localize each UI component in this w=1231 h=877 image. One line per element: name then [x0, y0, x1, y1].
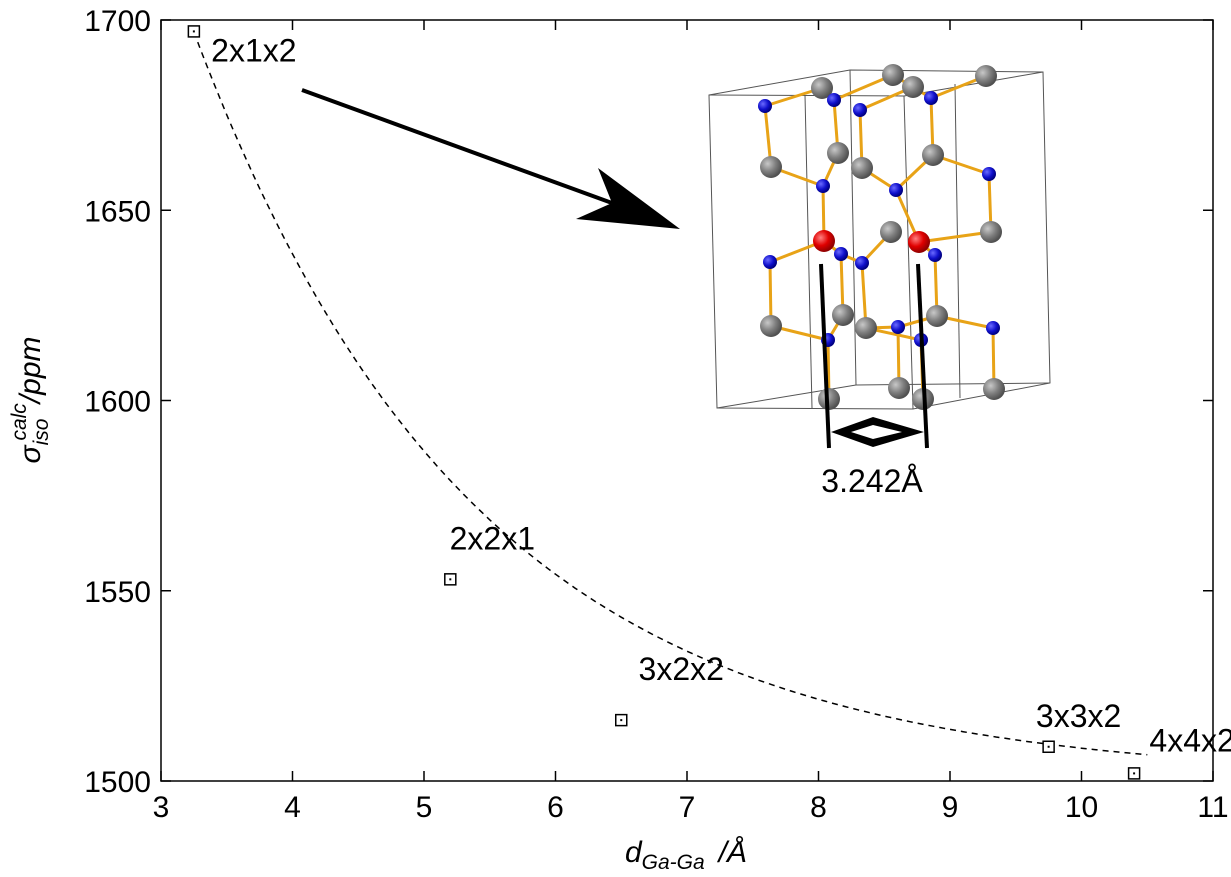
x-tick-labels: 3 4 5 6 7 8 9 10 11: [153, 791, 1229, 824]
point-labels: 2x1x2 2x2x1 3x2x2 3x3x2 4x4x2: [211, 32, 1231, 758]
ga-atom-right: [908, 231, 930, 253]
x-tick-label: 6: [547, 791, 564, 824]
annotation-arrow: [301, 88, 680, 229]
data-point: [1127, 767, 1141, 780]
x-tick-label: 3: [153, 791, 170, 824]
data-point: [615, 713, 628, 727]
y-axis-label-suffix: /ppm: [14, 336, 47, 405]
distance-marker: [819, 263, 929, 449]
y-axis-label-main: σ: [14, 444, 47, 464]
x-tick-label: 4: [284, 791, 301, 824]
data-point: [187, 25, 201, 38]
x-axis-label-sub: Ga-Ga: [642, 851, 705, 874]
data-points: [187, 25, 1141, 780]
point-label: 4x4x2: [1149, 722, 1231, 758]
data-point: [444, 573, 457, 586]
y-tick-label: 1550: [84, 576, 151, 609]
x-tick-label: 8: [810, 791, 827, 824]
atoms: [758, 64, 1005, 410]
data-point: [1042, 740, 1055, 754]
crystal-structure-inset: 3.242Å: [708, 64, 1051, 499]
y-tick-label: 1600: [84, 386, 151, 419]
ga-atom-left: [813, 230, 835, 252]
y-tick-label: 1700: [84, 5, 151, 38]
y-axis-label: σisocalc/ppm: [8, 336, 53, 463]
x-tick-label: 10: [1065, 791, 1098, 824]
x-axis-label: dGa-Ga/Å: [625, 836, 747, 874]
x-tick-label: 9: [942, 791, 959, 824]
point-label: 2x1x2: [211, 32, 296, 68]
x-axis-label-main: d: [625, 836, 643, 869]
x-tick-label: 5: [416, 791, 433, 824]
fit-curve: [193, 31, 1148, 756]
point-label: 3x2x2: [639, 651, 724, 687]
x-axis-label-suffix: /Å: [717, 836, 747, 869]
y-tick-labels: 1500 1550 1600 1650 1700: [84, 5, 151, 799]
point-label: 3x3x2: [1036, 698, 1121, 734]
distance-label: 3.242Å: [821, 463, 923, 499]
unit-cell-box: [708, 69, 1051, 410]
x-tick-label: 7: [679, 791, 696, 824]
x-tick-label: 11: [1197, 791, 1228, 824]
y-axis-label-sub: iso: [30, 418, 53, 445]
y-axis-label-sup: calc: [8, 403, 31, 441]
y-tick-label: 1500: [84, 766, 151, 799]
y-tick-label: 1650: [84, 195, 151, 228]
point-label: 2x2x1: [450, 520, 535, 556]
axis-ticks: [160, 19, 1214, 782]
